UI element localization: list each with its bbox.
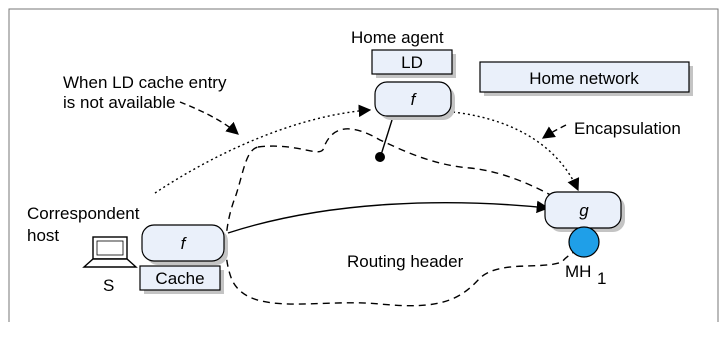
encapsulation-label: Encapsulation — [574, 119, 681, 138]
routing-header-label: Routing header — [347, 252, 464, 271]
cache-label: Cache — [155, 269, 204, 288]
direct-route-path — [227, 200, 550, 234]
correspondent-box: f — [141, 224, 228, 265]
ld-miss-path — [154, 104, 372, 194]
cache-box: Cache — [139, 265, 224, 294]
mobile-host-box: g — [544, 191, 625, 232]
correspondent-f: f — [181, 234, 188, 253]
s-label: S — [103, 276, 114, 295]
ld-box: LD — [371, 49, 456, 78]
home-network-box: Home network — [479, 61, 693, 96]
ld-miss-note-line2: is not available — [63, 93, 175, 112]
home-agent-node — [375, 152, 385, 162]
encapsulation-path — [452, 111, 580, 192]
home-agent-label: Home agent — [351, 28, 444, 47]
encapsulation-arrow — [541, 124, 567, 139]
correspondent-label-line1: Correspondent — [27, 204, 140, 223]
mobile-host-node — [568, 226, 600, 258]
mh-subscript: 1 — [597, 269, 606, 288]
home-agent-link — [380, 119, 393, 156]
correspondent-label-line2: host — [27, 226, 59, 245]
laptop-icon — [82, 236, 138, 268]
mh-label: MH — [565, 262, 591, 281]
home-network-label: Home network — [529, 69, 639, 88]
ld-miss-note-line1: When LD cache entry — [63, 73, 227, 92]
note-arrow — [179, 101, 239, 135]
mobile-host-g: g — [579, 201, 589, 220]
home-agent-box: f — [374, 81, 455, 120]
diagram-frame — [8, 8, 719, 322]
home-agent-f: f — [411, 90, 418, 109]
ld-label: LD — [401, 53, 423, 72]
home-network-region — [225, 128, 593, 307]
